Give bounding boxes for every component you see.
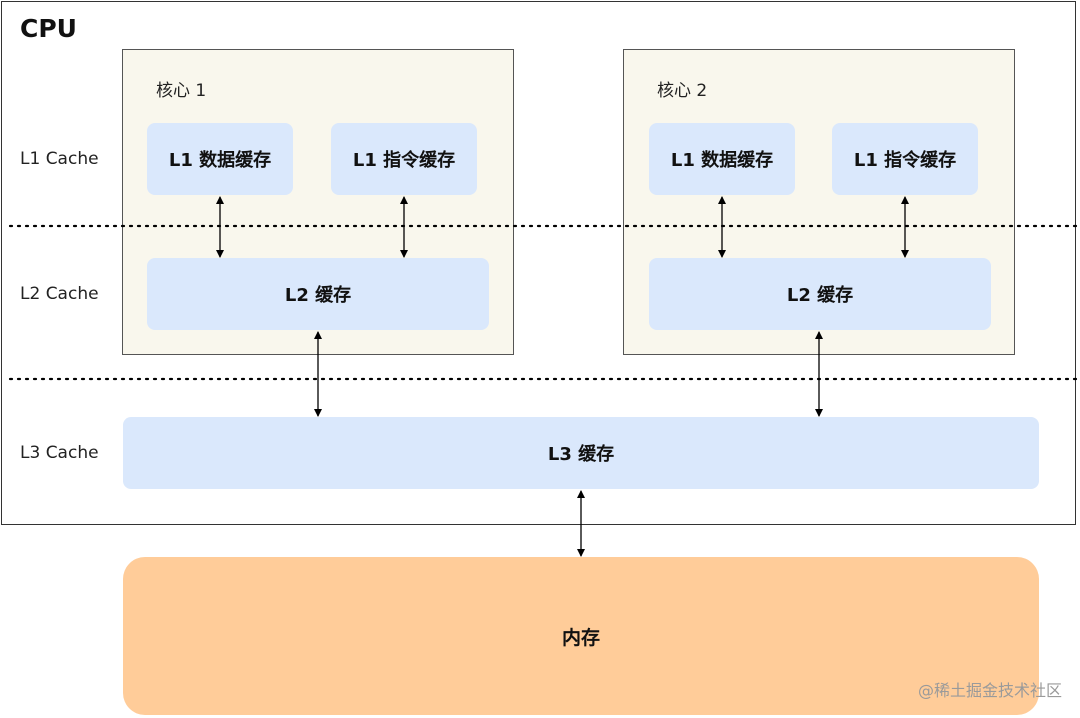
core-1-l1-data-cache: L1 数据缓存 [147, 123, 293, 195]
main-memory: 内存 [123, 557, 1039, 715]
watermark: @稀土掘金技术社区 [917, 681, 1062, 700]
l1-cache-label: L1 Cache [20, 149, 99, 169]
l2-cache-label: L2 Cache [20, 284, 99, 304]
core-1-l1-instruction-cache: L1 指令缓存 [331, 123, 477, 195]
core-2-label: 核心 2 [657, 81, 708, 101]
core-2-l2-cache: L2 缓存 [649, 258, 991, 330]
core-1-l2-cache: L2 缓存 [147, 258, 489, 330]
core-2-l1-data-cache: L1 数据缓存 [649, 123, 795, 195]
core-2-l1-instruction-cache: L1 指令缓存 [832, 123, 978, 195]
cpu-title: CPU [20, 14, 77, 43]
l3-cache-label: L3 Cache [20, 443, 99, 463]
core-1-label: 核心 1 [156, 81, 207, 101]
l3-cache: L3 缓存 [123, 417, 1039, 489]
